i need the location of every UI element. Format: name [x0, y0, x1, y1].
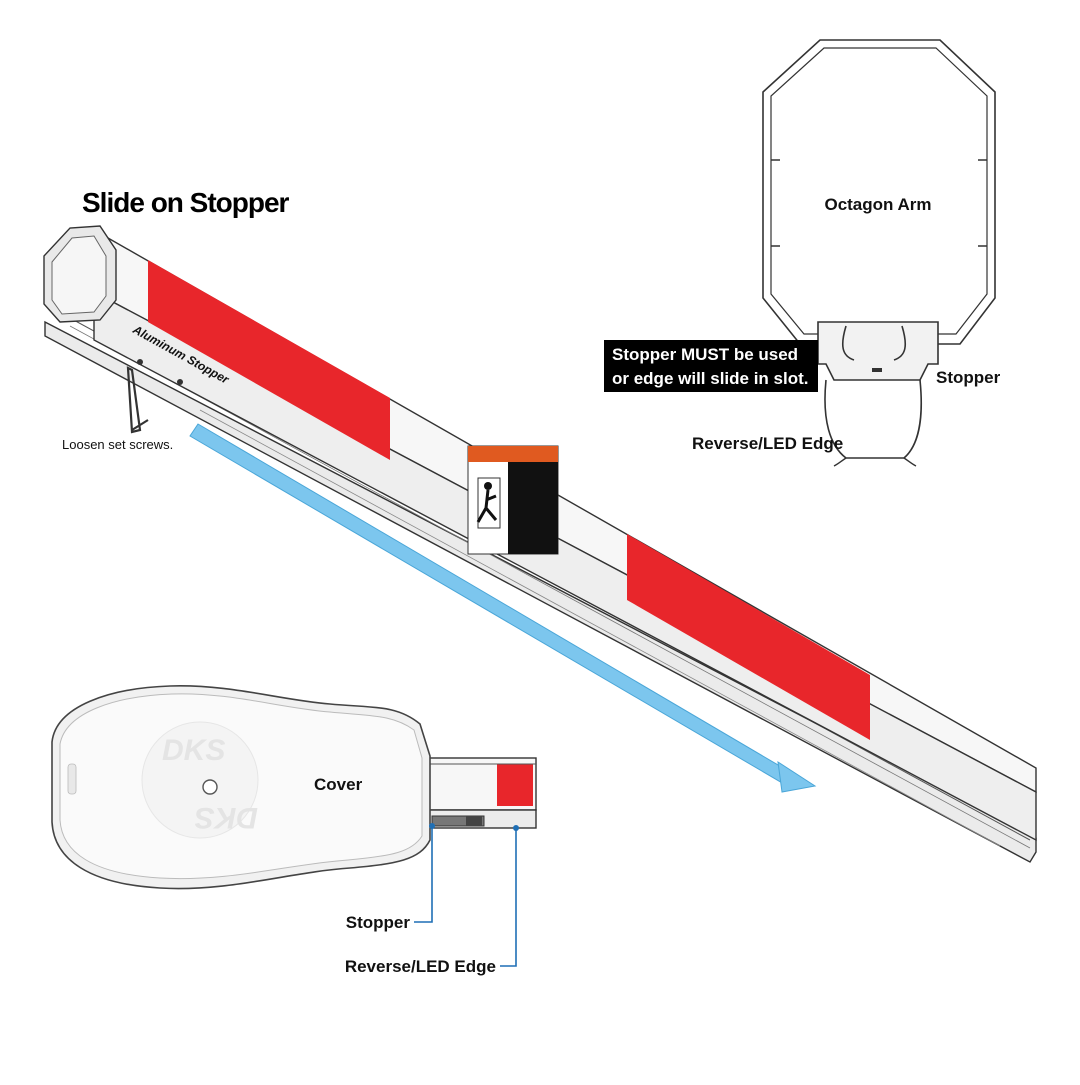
- cover-assembly: DKS DKS Cover: [51, 685, 537, 890]
- loosen-set-screws-label: Loosen set screws.: [62, 437, 173, 452]
- octagon-inner: [770, 47, 988, 335]
- reverse-led-edge-label-bottom: Reverse/LED Edge: [345, 957, 496, 976]
- stopper-label-right: Stopper: [936, 368, 1001, 387]
- reverse-led-edge-profile: [824, 379, 923, 459]
- dks-logo-top: DKS: [162, 734, 225, 767]
- arm-red-stripe-2: [627, 534, 870, 740]
- leader-lines: [414, 823, 519, 967]
- arm-end-cap-inner: [51, 235, 107, 315]
- reverse-led-edge-label-right: Reverse/LED Edge: [692, 434, 843, 453]
- arm-red-stripe-1: [148, 260, 390, 460]
- cover-center-bolt: [202, 779, 218, 795]
- slide-direction-arrow: [189, 423, 817, 793]
- diagram-title: Slide on Stopper: [82, 187, 290, 218]
- set-screw-2: [177, 379, 183, 385]
- octagon-arm-label: Octagon Arm: [824, 195, 931, 214]
- octagon-arm-cross-section: Octagon Arm: [762, 39, 996, 467]
- hex-key: [126, 366, 149, 434]
- stopper-warning-line1: Stopper MUST be used: [612, 345, 798, 364]
- gate-arm: Aluminum Stopper: [43, 225, 1037, 863]
- stopper-warning-box: [604, 340, 818, 392]
- arm-stub-red-stripe: [497, 764, 533, 806]
- warning-decal: [467, 445, 559, 555]
- dks-logo-bottom: DKS: [195, 801, 258, 834]
- set-screw-1: [137, 359, 143, 365]
- stopper-warning-line2: or edge will slide in slot.: [612, 369, 808, 388]
- cover-label: Cover: [314, 775, 363, 794]
- stopper-label-bottom: Stopper: [346, 913, 411, 932]
